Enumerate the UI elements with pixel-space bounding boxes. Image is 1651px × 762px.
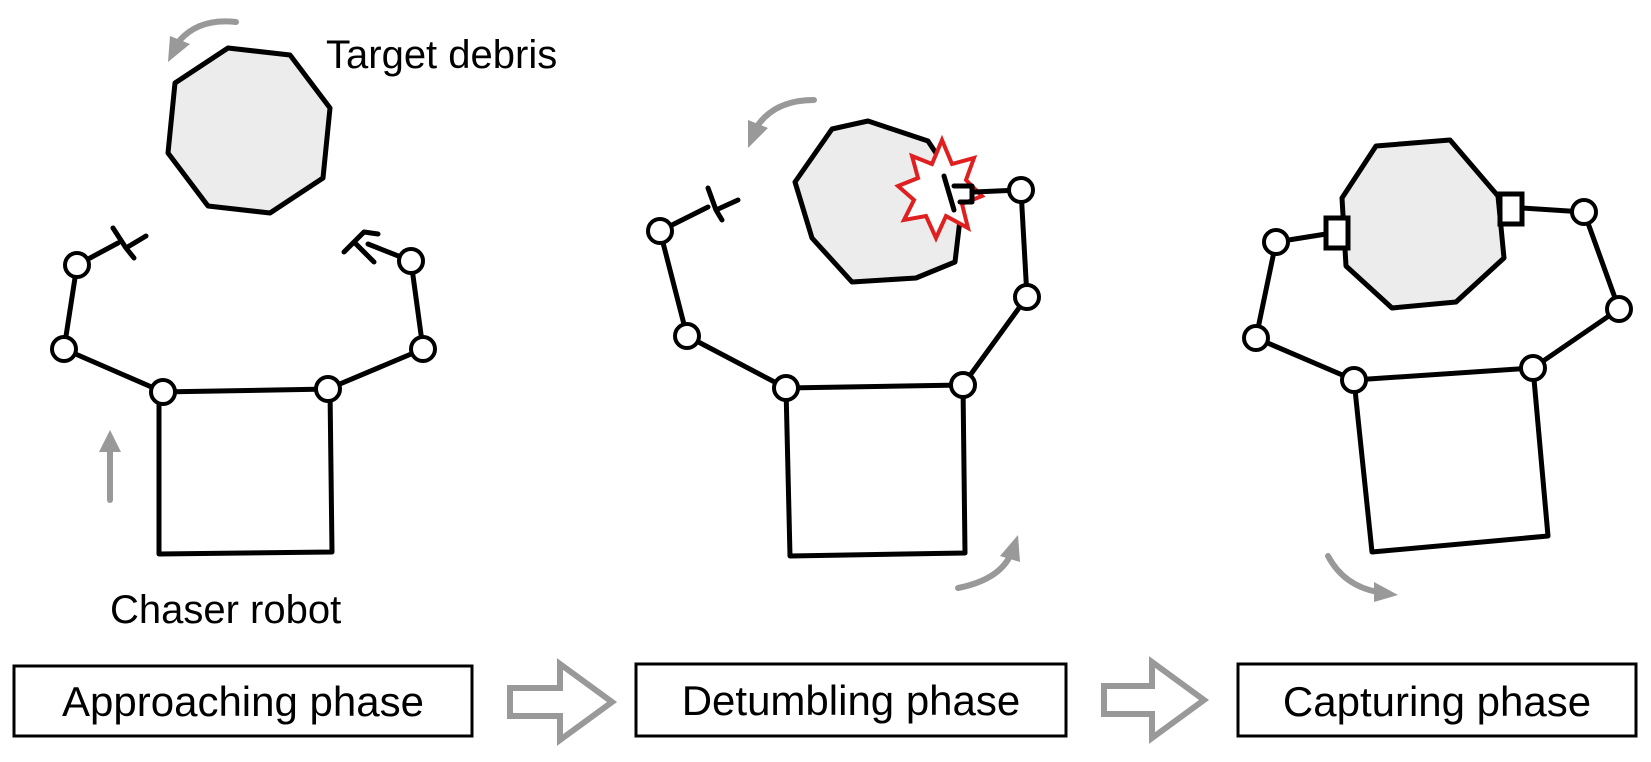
right-arm bbox=[325, 241, 426, 392]
chaser-robot-label: Chaser robot bbox=[110, 588, 341, 632]
impact-star-icon bbox=[894, 134, 986, 243]
phase-box-approaching bbox=[12, 664, 474, 738]
chaser-robot-body bbox=[783, 382, 968, 559]
body-rotation-arrow bbox=[1325, 553, 1381, 595]
joint bbox=[50, 335, 78, 363]
joint bbox=[673, 322, 701, 350]
joint bbox=[949, 371, 977, 399]
left-gripper bbox=[705, 185, 741, 223]
right-grip-block bbox=[1497, 191, 1525, 227]
chaser-robot-body bbox=[156, 386, 335, 557]
debris-rotation-arrow bbox=[755, 97, 817, 128]
right-arm bbox=[1519, 205, 1622, 371]
left-arm bbox=[61, 240, 166, 395]
joint bbox=[314, 375, 342, 403]
right-gripper bbox=[341, 229, 381, 265]
joint bbox=[772, 374, 800, 402]
joint bbox=[1242, 324, 1270, 352]
joint bbox=[646, 217, 674, 245]
contact-stub bbox=[941, 173, 975, 213]
joint bbox=[1605, 295, 1633, 323]
joint bbox=[397, 247, 425, 275]
phase-box-detumbling bbox=[634, 662, 1068, 738]
next-phase-arrow-icon bbox=[1101, 656, 1210, 744]
joint bbox=[149, 378, 177, 406]
panel-detumbling bbox=[646, 97, 1041, 591]
joint bbox=[409, 335, 437, 363]
joint bbox=[1007, 176, 1035, 204]
panel-approaching: Target debris Chaser robot bbox=[50, 18, 557, 632]
joint bbox=[63, 251, 91, 279]
body-rotation-arrowhead bbox=[1374, 582, 1398, 602]
target-debris bbox=[165, 45, 333, 216]
phase-label-capturing: Capturing phase bbox=[1283, 678, 1591, 725]
target-debris bbox=[1339, 137, 1507, 311]
phase-box-capturing bbox=[1236, 662, 1638, 738]
target-debris-label: Target debris bbox=[326, 33, 557, 77]
joint bbox=[1340, 366, 1368, 394]
phase-label-approaching: Approaching phase bbox=[62, 678, 424, 725]
joint bbox=[1519, 354, 1547, 382]
chaser-robot-body bbox=[1351, 365, 1551, 555]
phase-label-detumbling: Detumbling phase bbox=[682, 677, 1021, 724]
panel-capturing bbox=[1242, 137, 1633, 602]
body-rotation-arrow bbox=[955, 553, 1013, 591]
debris-rotation-arrowhead bbox=[168, 36, 190, 62]
joint bbox=[1570, 198, 1598, 226]
left-arm bbox=[1253, 231, 1357, 383]
right-arm bbox=[960, 187, 1030, 388]
debris-rotation-arrowhead bbox=[748, 120, 768, 148]
body-rotation-arrowhead bbox=[1000, 535, 1020, 562]
phase-strip: Approaching phase Detumbling phase Captu… bbox=[12, 656, 1638, 746]
left-gripper bbox=[110, 225, 149, 261]
left-grip-block bbox=[1323, 215, 1351, 251]
joint bbox=[1262, 228, 1290, 256]
debris-rotation-arrow bbox=[177, 18, 239, 43]
approach-arrowhead bbox=[99, 430, 121, 452]
left-arm bbox=[657, 204, 789, 391]
next-phase-arrow-icon bbox=[507, 658, 618, 746]
joint bbox=[1013, 283, 1041, 311]
